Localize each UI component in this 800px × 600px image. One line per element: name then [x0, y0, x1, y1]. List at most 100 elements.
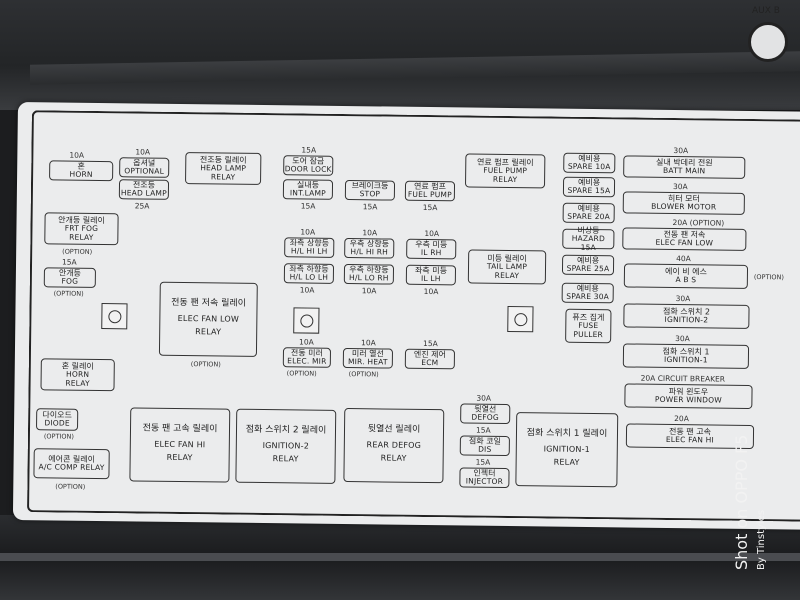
- mir-heat-rating: 10A: [361, 338, 376, 348]
- camera-watermark: Shot on OPPO F5 By Tinstyles: [722, 420, 782, 580]
- elec-fan-low-relay-en2: RELAY: [195, 327, 222, 337]
- elec-fan-low-relay: 전동 팬 저속 릴레이 ELEC FAN LOW RELAY: [158, 281, 258, 357]
- hl-lo-rh-fuse: 우측 하향등 H/L LO RH: [343, 263, 395, 285]
- elec-mir-en: ELEC. MIR: [287, 356, 327, 367]
- optional-fuse-rating: 10A: [135, 147, 151, 157]
- horn-fuse: 혼 HORN: [49, 160, 114, 182]
- elec-fan-low-fuse: 전동 팬 저속 ELEC FAN LOW: [622, 227, 747, 251]
- power-window-en: POWER WINDOW: [654, 395, 722, 405]
- defog-rating: 30A: [476, 393, 492, 403]
- elec-fan-hi-relay: 전동 팬 고속 릴레이 ELEC FAN HI RELAY: [129, 407, 231, 483]
- mir-heat-en: MIR. HEAT: [347, 357, 388, 367]
- fog-fuse: 안개등 FOG: [43, 267, 96, 288]
- hl-hi-lh-en: H/L HI LH: [290, 246, 328, 257]
- int-lamp-fuse: 실내등 INT.LAMP: [282, 179, 334, 200]
- spare-25a-fuse: 예비용 SPARE 25A: [561, 254, 615, 276]
- fuse-label-sheet: 10A 혼 HORN 10A 옵셔널 OPTIONAL 전조등 HEAD LAM…: [12, 102, 800, 530]
- spare-15a-en: SPARE 15A: [567, 186, 611, 196]
- fan-low-rating: 20A (OPTION): [672, 218, 725, 228]
- headlamp-relay: 전조등 릴레이 HEAD LAMP RELAY: [185, 152, 262, 185]
- fuel-pump-relay-en2: RELAY: [492, 174, 518, 184]
- watermark-main: Shot on OPPO F5: [732, 434, 751, 570]
- il-rh-fuse: 우측 미등 IL RH: [406, 238, 457, 260]
- il-rh-rating: 10A: [424, 228, 440, 239]
- batt-main-rating: 30A: [673, 146, 689, 156]
- fog-fuse-en: FOG: [61, 276, 79, 287]
- hl-lo-rh-en: H/L LO RH: [349, 273, 389, 283]
- il-rh-en: IL RH: [420, 248, 442, 258]
- frt-fog-relay-en2: RELAY: [69, 232, 94, 242]
- abs-option: (OPTION): [753, 273, 784, 282]
- rear-defog-relay-en2: RELAY: [380, 453, 407, 463]
- blower-rating: 30A: [672, 182, 688, 192]
- batt-main-en: BATT MAIN: [662, 166, 706, 176]
- ignition1-fuse: 점화 스위치 1 IGNITION-1: [622, 343, 750, 369]
- spare-20a-en: SPARE 20A: [567, 212, 611, 222]
- rear-defog-relay-en1: REAR DEFOG: [366, 440, 422, 450]
- fuse-box-lid-top: [0, 0, 800, 110]
- headlamp-fuse: 전조등 HEAD LAMP: [118, 179, 170, 200]
- hl-hi-lh-rating: 10A: [300, 227, 316, 237]
- fuel-pump-fuse: 연료 펌프 FUEL PUMP: [404, 180, 456, 202]
- ac-comp-relay-en: A/C COMP RELAY: [38, 462, 105, 473]
- elec-fan-low-relay-en1: ELEC FAN LOW: [177, 313, 240, 324]
- int-lamp-en: INT.LAMP: [289, 188, 326, 199]
- ac-comp-option: (OPTION): [55, 482, 86, 491]
- power-window-breaker: 파워 윈도우 POWER WINDOW: [624, 383, 753, 409]
- fog-fuse-rating: 15A: [61, 257, 77, 267]
- spare-10a-fuse: 예비용 SPARE 10A: [563, 152, 616, 174]
- blower-motor-en: BLOWER MOTOR: [651, 202, 717, 212]
- hl-hi-rh-en: H/L HI RH: [350, 247, 389, 257]
- fuel-pump-rating: 15A: [422, 202, 438, 213]
- diode-option: (OPTION): [43, 432, 74, 441]
- diode-en: DIODE: [44, 418, 70, 428]
- mir-rating: 10A: [299, 337, 314, 347]
- fog-option: (OPTION): [53, 289, 84, 298]
- ign1-rating: 30A: [675, 334, 690, 344]
- spare-30a-fuse: 예비용 SPARE 30A: [561, 282, 614, 304]
- horn-fuse-rating: 10A: [69, 150, 85, 160]
- hl-hi-rh-rating: 10A: [362, 228, 378, 238]
- hl-hi-rh-fuse: 우측 상향등 H/L HI RH: [344, 237, 395, 259]
- ignition2-relay-en1: IGNITION-2: [262, 440, 310, 451]
- relay-socket-center: [293, 307, 320, 334]
- il-lh-rating: 10A: [423, 286, 439, 297]
- elec-fan-hi-en: ELEC FAN HI: [665, 435, 715, 445]
- tail-lamp-relay: 미등 릴레이 TAIL LAMP RELAY: [467, 249, 547, 285]
- optional-fuse: 옵셔널 OPTIONAL: [119, 157, 170, 178]
- fan-hi-rating: 20A: [674, 414, 689, 424]
- hazard-fuse: 비상등 HAZARD 15A: [562, 226, 615, 252]
- hl-lo-rh-rating: 10A: [361, 286, 377, 296]
- headlamp-fuse-rating: 25A: [134, 201, 150, 211]
- ignition1-relay-en2: RELAY: [553, 457, 580, 468]
- frt-fog-option: (OPTION): [62, 247, 93, 256]
- tail-lamp-relay-en2: RELAY: [494, 270, 520, 280]
- door-lock-fuse: 도어 잠금 DOOR LOCK: [283, 155, 334, 176]
- ignition1-relay-kr: 점화 스위치 1 릴레이: [526, 427, 608, 439]
- fuel-pump-relay: 연료 펌프 릴레이 FUEL PUMP RELAY: [464, 153, 546, 189]
- ignition2-fuse: 점화 스위치 2 IGNITION-2: [623, 303, 750, 329]
- fuse-puller: 퓨즈 집게 FUSE PULLER: [565, 308, 612, 344]
- abs-rating: 40A: [676, 254, 691, 264]
- abs-en: A B S: [675, 275, 697, 285]
- diode: 다이오드 DIODE: [35, 408, 79, 431]
- dis-en: DIS: [478, 444, 492, 455]
- ignition1-en: IGNITION-1: [664, 355, 708, 365]
- relay-socket-right: [507, 305, 534, 333]
- ignition2-relay-en2: RELAY: [272, 454, 299, 464]
- spare-30a-en: SPARE 30A: [566, 291, 610, 302]
- defog-en: DEFOG: [471, 412, 499, 423]
- mir-heat-option: (OPTION): [348, 370, 379, 379]
- ecm-rating: 15A: [423, 338, 438, 349]
- defog-fuse: 뒷열선 DEFOG: [460, 403, 511, 425]
- mir-option: (OPTION): [286, 369, 317, 378]
- fuel-pump-en: FUEL PUMP: [407, 190, 452, 200]
- hl-hi-lh-fuse: 좌측 상향등 H/L HI LH: [284, 237, 335, 258]
- fuse-box-lid-bottom: [0, 515, 800, 600]
- fuse-puller-en2: PULLER: [573, 329, 604, 339]
- ignition2-en: IGNITION-2: [664, 315, 709, 325]
- dis-fuse: 점화 코일 DIS: [459, 435, 510, 457]
- stop-fuse: 브레이크등 STOP: [344, 180, 396, 201]
- door-lock-en: DOOR LOCK: [284, 164, 332, 175]
- horn-relay-en2: RELAY: [65, 378, 90, 388]
